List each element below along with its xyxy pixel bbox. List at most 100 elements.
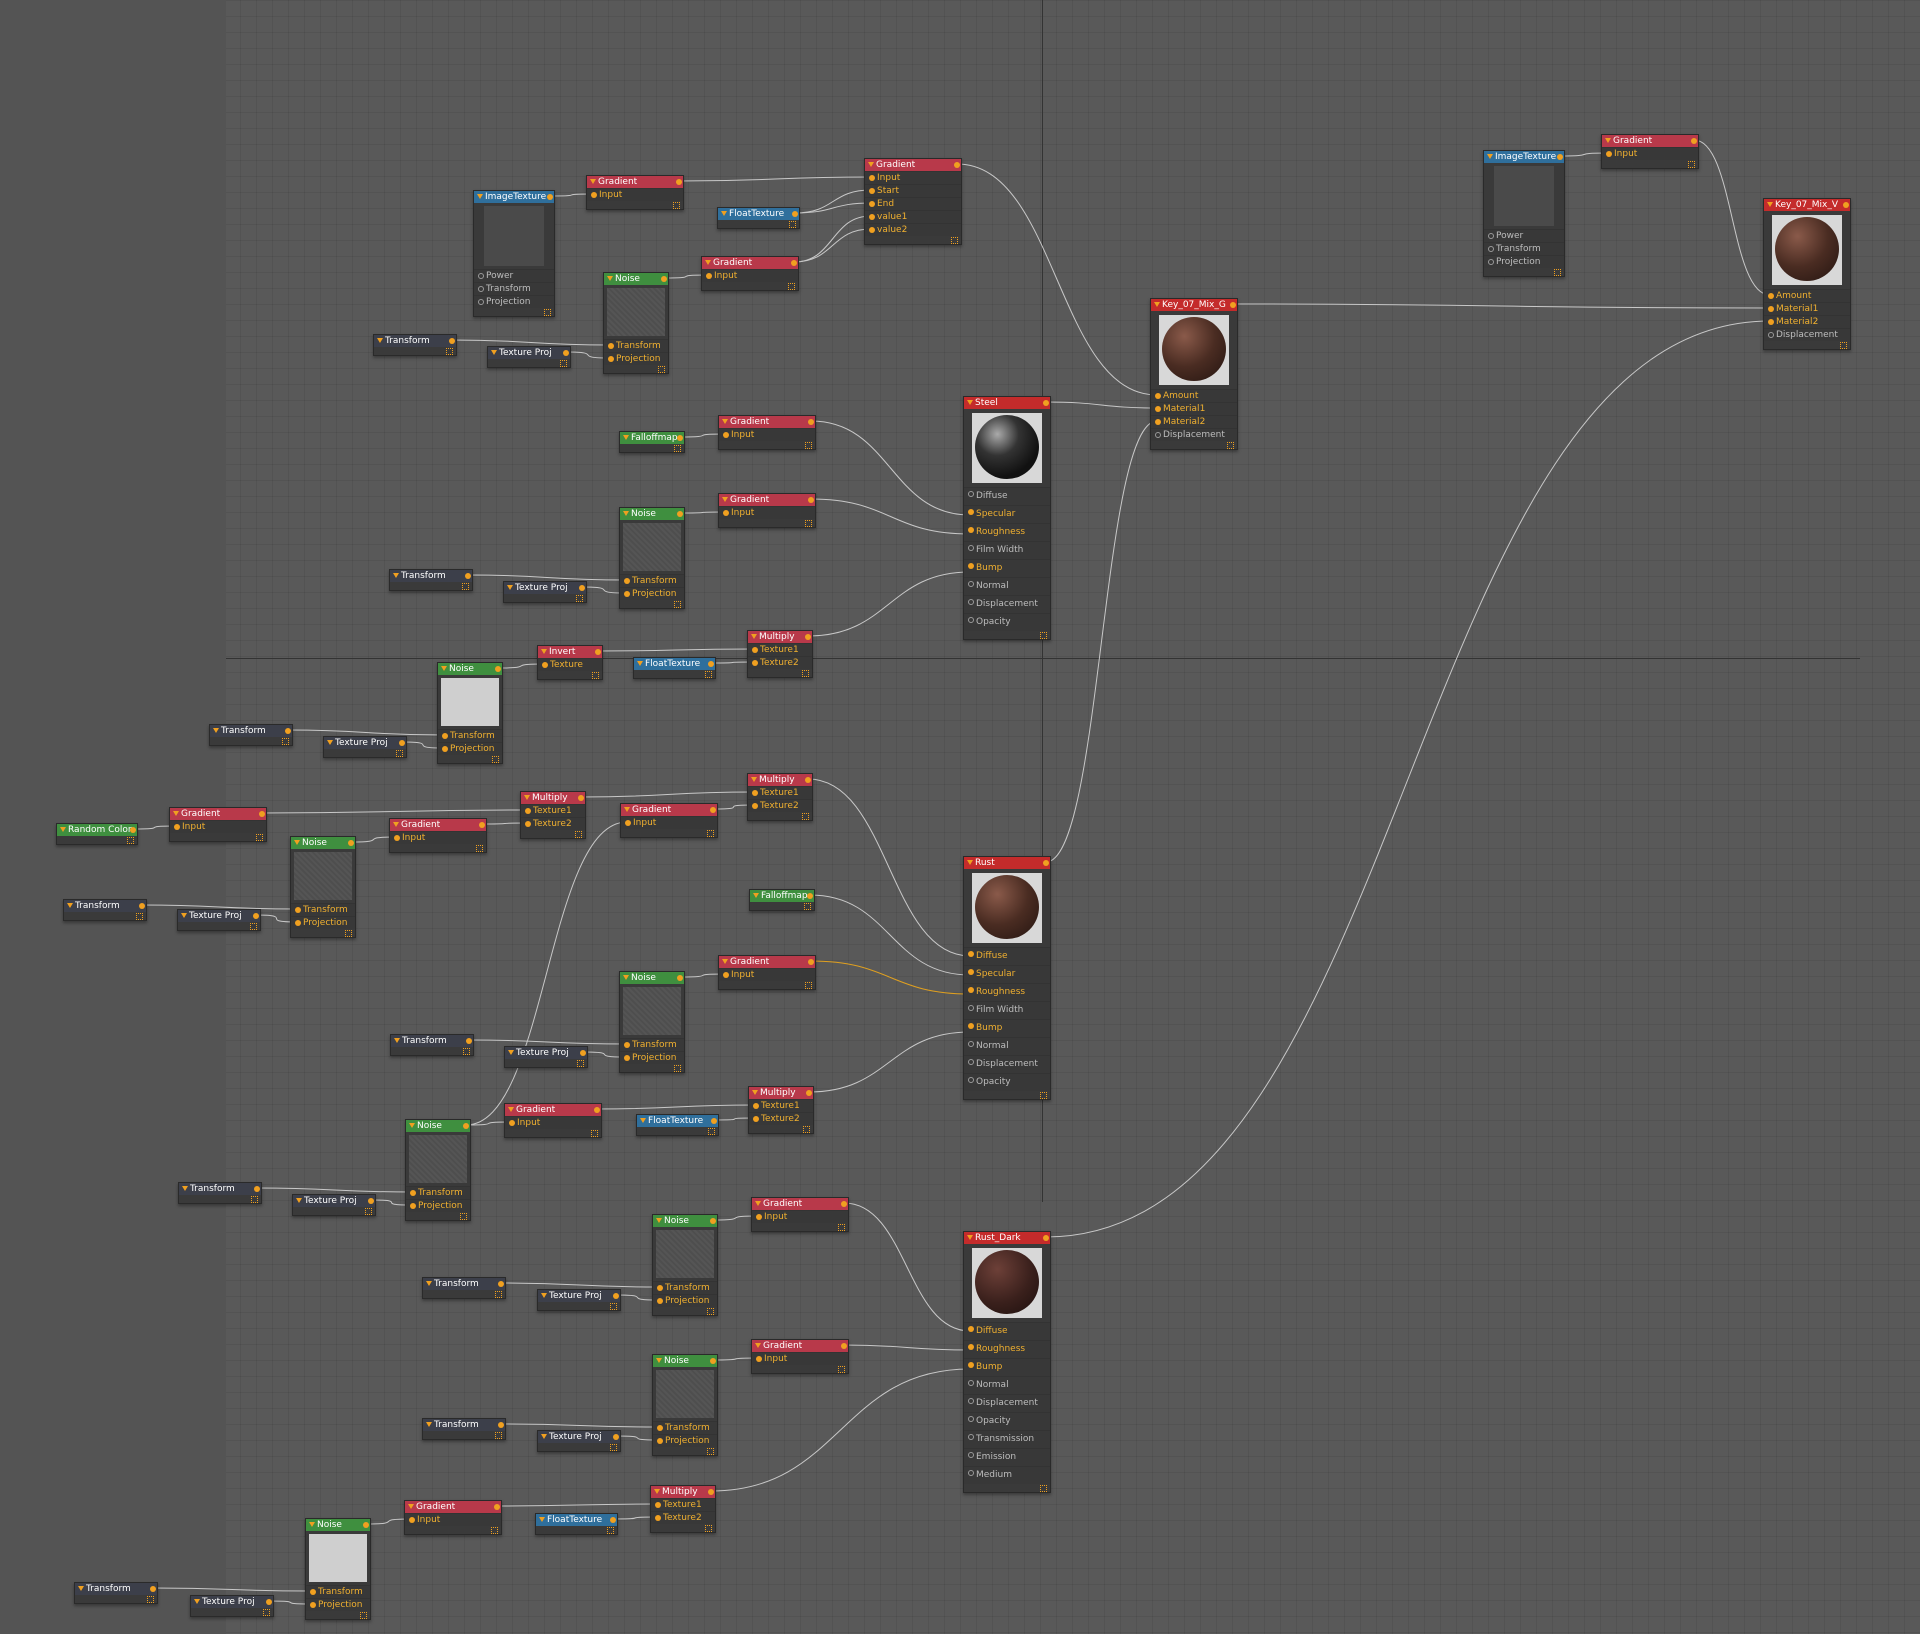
node-resize-handle[interactable]	[719, 981, 815, 989]
node-header[interactable]: Texture Proj	[505, 1047, 587, 1059]
input-port[interactable]: Input	[170, 820, 266, 833]
output-port[interactable]	[710, 1218, 716, 1224]
input-port[interactable]: Input	[865, 171, 961, 184]
input-port[interactable]: Input	[405, 1513, 501, 1526]
input-port[interactable]: Texture2	[748, 656, 812, 669]
node-resize-handle[interactable]	[1764, 341, 1850, 349]
wire-transform1-noise1[interactable]	[451, 339, 611, 346]
wire-grad6-mixv[interactable]	[1693, 139, 1771, 296]
input-port[interactable]: End	[865, 197, 961, 210]
input-port[interactable]: Texture1	[749, 1099, 813, 1112]
input-port[interactable]: Projection	[620, 1051, 684, 1064]
input-port[interactable]: Projection	[438, 742, 502, 755]
input-port[interactable]: Transform	[620, 1038, 684, 1051]
node-resize-handle[interactable]	[748, 812, 812, 820]
wire-transform8-noise8[interactable]	[500, 1423, 660, 1428]
output-port[interactable]	[449, 338, 455, 344]
node-resize-handle[interactable]	[423, 1290, 505, 1298]
input-port[interactable]: Texture2	[748, 799, 812, 812]
node-header[interactable]: Gradient	[752, 1340, 848, 1352]
input-port[interactable]: Texture	[538, 658, 602, 671]
input-port[interactable]: Specular	[964, 505, 1050, 523]
node-resize-handle[interactable]	[406, 1212, 470, 1220]
node-header[interactable]: Random Color	[57, 824, 137, 836]
wire-mult4-rust[interactable]	[808, 1031, 971, 1093]
output-port[interactable]	[841, 1201, 847, 1207]
input-port[interactable]: Amount	[1151, 389, 1237, 402]
input-port[interactable]: Input	[621, 816, 717, 829]
input-port[interactable]: Input	[719, 968, 815, 981]
input-port[interactable]: Roughness	[964, 523, 1050, 541]
wire-noise6-grad9[interactable]	[465, 821, 628, 1126]
node-falloff2[interactable]: Falloffmap	[749, 889, 815, 911]
input-port[interactable]: Texture1	[651, 1498, 715, 1511]
node-resize-handle[interactable]	[178, 922, 260, 930]
output-port[interactable]	[1557, 154, 1563, 160]
node-resize-handle[interactable]	[702, 282, 798, 290]
input-port[interactable]: Normal	[964, 1376, 1050, 1394]
output-port[interactable]	[708, 661, 714, 667]
node-header[interactable]: Invert	[538, 646, 602, 658]
output-port[interactable]	[1230, 302, 1236, 308]
node-header[interactable]: Rust	[964, 857, 1050, 869]
output-port[interactable]	[711, 1118, 717, 1124]
node-header[interactable]: Transform	[423, 1419, 505, 1431]
wire-mult1-steel[interactable]	[807, 571, 971, 637]
node-header[interactable]: Transform	[390, 570, 472, 582]
node-header[interactable]: Multiply	[748, 631, 812, 643]
input-port[interactable]: Input	[702, 269, 798, 282]
wire-rustdark-mixv[interactable]	[1045, 320, 1771, 1238]
output-port[interactable]	[1043, 1235, 1049, 1241]
output-port[interactable]	[266, 1599, 272, 1605]
output-port[interactable]	[805, 777, 811, 783]
node-header[interactable]: Gradient	[390, 819, 486, 831]
node-floattex2[interactable]: FloatTexture	[633, 657, 716, 679]
node-resize-handle[interactable]	[538, 1443, 620, 1451]
node-resize-handle[interactable]	[621, 829, 717, 837]
output-port[interactable]	[465, 573, 471, 579]
input-port[interactable]: Amount	[1764, 289, 1850, 302]
wire-grad10-rust[interactable]	[810, 960, 971, 995]
node-header[interactable]: Steel	[964, 397, 1050, 409]
node-resize-handle[interactable]	[536, 1526, 617, 1534]
input-port[interactable]: Transform	[620, 574, 684, 587]
node-resize-handle[interactable]	[64, 912, 146, 920]
output-port[interactable]	[808, 497, 814, 503]
node-resize-handle[interactable]	[390, 844, 486, 852]
input-port[interactable]: Texture1	[748, 786, 812, 799]
node-transform8[interactable]: Transform	[422, 1418, 506, 1440]
node-header[interactable]: Gradient	[505, 1104, 601, 1116]
wire-steel-mixg[interactable]	[1045, 401, 1158, 409]
output-port[interactable]	[253, 913, 259, 919]
node-header[interactable]: Texture Proj	[504, 582, 586, 594]
input-port[interactable]: Transmission	[964, 1430, 1050, 1448]
input-port[interactable]: Diffuse	[964, 487, 1050, 505]
node-texproj7[interactable]: Texture Proj	[537, 1289, 621, 1311]
node-resize-handle[interactable]	[423, 1431, 505, 1439]
input-port[interactable]: Input	[587, 188, 683, 201]
node-header[interactable]: Texture Proj	[538, 1431, 620, 1443]
node-header[interactable]: Gradient	[719, 956, 815, 968]
node-header[interactable]: Gradient	[405, 1501, 501, 1513]
output-port[interactable]	[676, 179, 682, 185]
input-port[interactable]: Projection	[306, 1598, 370, 1611]
node-resize-handle[interactable]	[306, 1611, 370, 1619]
input-port[interactable]: Bump	[964, 559, 1050, 577]
node-header[interactable]: Multiply	[651, 1486, 715, 1498]
node-header[interactable]: FloatTexture	[536, 1514, 617, 1526]
node-transform9[interactable]: Transform	[74, 1582, 158, 1604]
node-transform1[interactable]: Transform	[373, 334, 457, 356]
node-header[interactable]: Rust_Dark	[964, 1232, 1050, 1244]
node-floattex4[interactable]: FloatTexture	[535, 1513, 618, 1535]
output-port[interactable]	[791, 260, 797, 266]
